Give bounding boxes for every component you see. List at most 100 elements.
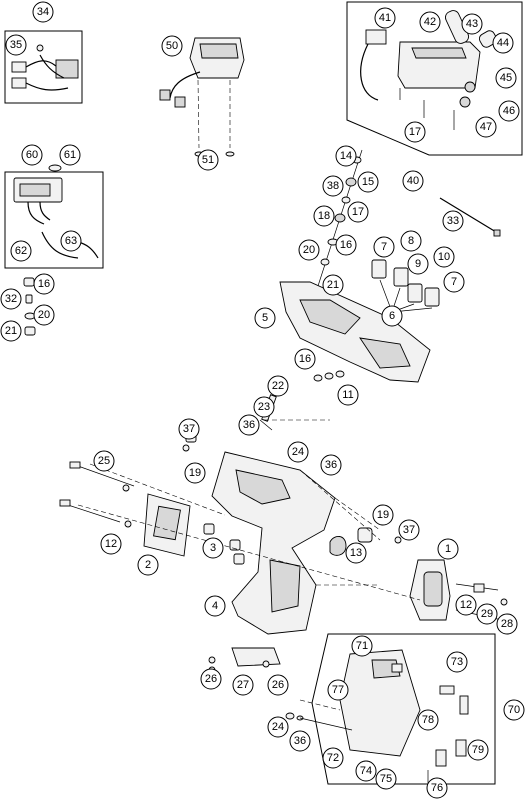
callout-number: 17 (409, 126, 421, 138)
callout-circle (59, 144, 81, 166)
callout-20b: 20 (298, 239, 320, 261)
callout-number: 17 (352, 206, 364, 218)
callout-number: 79 (472, 744, 484, 756)
callout-circle (298, 239, 320, 261)
callout-circle (335, 145, 357, 167)
callout-circle (357, 171, 379, 193)
callout-72: 72 (322, 747, 344, 769)
side-cover-icon (409, 559, 451, 621)
bolt-stack-icon (317, 149, 363, 287)
callout-number: 24 (292, 446, 304, 458)
callout-number: 23 (258, 401, 270, 413)
callout-circle (313, 205, 335, 227)
callout-number: 16 (38, 278, 50, 290)
callout-number: 15 (362, 176, 374, 188)
callout-77: 77 (327, 679, 349, 701)
callout-circle (503, 699, 525, 721)
callout-37b: 37 (398, 519, 420, 541)
callout-circle (200, 668, 222, 690)
callout-circle (402, 170, 424, 192)
callout-circle (467, 739, 489, 761)
callout-28: 28 (496, 613, 518, 635)
clip-icon (329, 536, 347, 556)
callout-circle (437, 538, 459, 560)
callout-number: 22 (272, 380, 284, 392)
callout-circle (178, 418, 200, 440)
callout-5: 5 (254, 307, 276, 329)
callout-number: 27 (237, 679, 249, 691)
callout-12a: 12 (100, 533, 122, 555)
callout-circle (32, 1, 54, 23)
callout-circle (492, 32, 514, 54)
callout-circle (5, 34, 27, 56)
small-bolts-icon (23, 277, 36, 336)
callout-circle (461, 13, 483, 35)
callout-number: 37 (183, 423, 195, 435)
callout-number: 36 (325, 459, 337, 471)
callout-number: 36 (294, 735, 306, 747)
callout-26b: 26 (267, 674, 289, 696)
callout-circle (238, 414, 260, 436)
callout-50: 50 (161, 35, 183, 57)
callout-circle (398, 519, 420, 541)
callout-60: 60 (21, 144, 43, 166)
callout-circle (372, 504, 394, 526)
bolts-3-icon (203, 523, 245, 565)
callout-number: 37 (403, 524, 415, 536)
callout-circle (161, 35, 183, 57)
callout-number: 2 (145, 559, 151, 571)
callout-number: 19 (189, 467, 201, 479)
callout-number: 51 (202, 154, 214, 166)
callout-8: 8 (400, 230, 422, 252)
callout-number: 11 (342, 389, 353, 401)
callout-circle (404, 121, 426, 143)
callout-number: 46 (503, 105, 515, 117)
callout-number: 8 (408, 235, 414, 247)
callout-circle (373, 236, 395, 258)
callout-number: 16 (340, 239, 352, 251)
callout-23: 23 (253, 396, 275, 418)
callout-9: 9 (407, 253, 429, 275)
callout-75: 75 (375, 768, 397, 790)
battery-holder-icon (285, 649, 469, 790)
callout-number: 63 (65, 235, 77, 247)
callout-circle (345, 542, 367, 564)
callout-number: 29 (481, 608, 493, 620)
callout-number: 43 (466, 18, 478, 30)
callout-circle (322, 274, 344, 296)
callout-number: 75 (380, 773, 392, 785)
callout-circle (202, 537, 224, 559)
callout-circle (476, 603, 498, 625)
callout-circle (426, 777, 448, 799)
callout-circle (419, 11, 441, 33)
callout-number: 5 (262, 312, 268, 324)
callout-35: 35 (5, 34, 27, 56)
callout-number: 32 (5, 293, 17, 305)
callout-number: 47 (480, 121, 492, 133)
callout-circle (289, 730, 311, 752)
callout-45: 45 (495, 67, 517, 89)
callout-circle (254, 307, 276, 329)
callout-circle (337, 384, 359, 406)
callout-38: 38 (322, 175, 344, 197)
callout-2: 2 (137, 554, 159, 576)
control-unit-icon (13, 164, 99, 259)
callout-circle (381, 305, 403, 327)
callout-16b: 16 (335, 234, 357, 256)
callout-circle (442, 210, 464, 232)
callout-number: 38 (327, 180, 339, 192)
instrument-cluster-icon (159, 37, 245, 157)
callout-number: 74 (360, 765, 372, 777)
callout-1: 1 (437, 538, 459, 560)
callout-62: 62 (10, 240, 32, 262)
callout-circle (294, 348, 316, 370)
callout-circle (267, 716, 289, 738)
callout-18: 18 (313, 205, 335, 227)
callout-circle (433, 246, 455, 268)
callout-number: 50 (166, 40, 178, 52)
small-nuts-icon (313, 370, 345, 382)
callout-circle (355, 760, 377, 782)
callout-number: 20 (38, 309, 50, 321)
callout-number: 14 (340, 150, 352, 162)
callout-circle (287, 441, 309, 463)
